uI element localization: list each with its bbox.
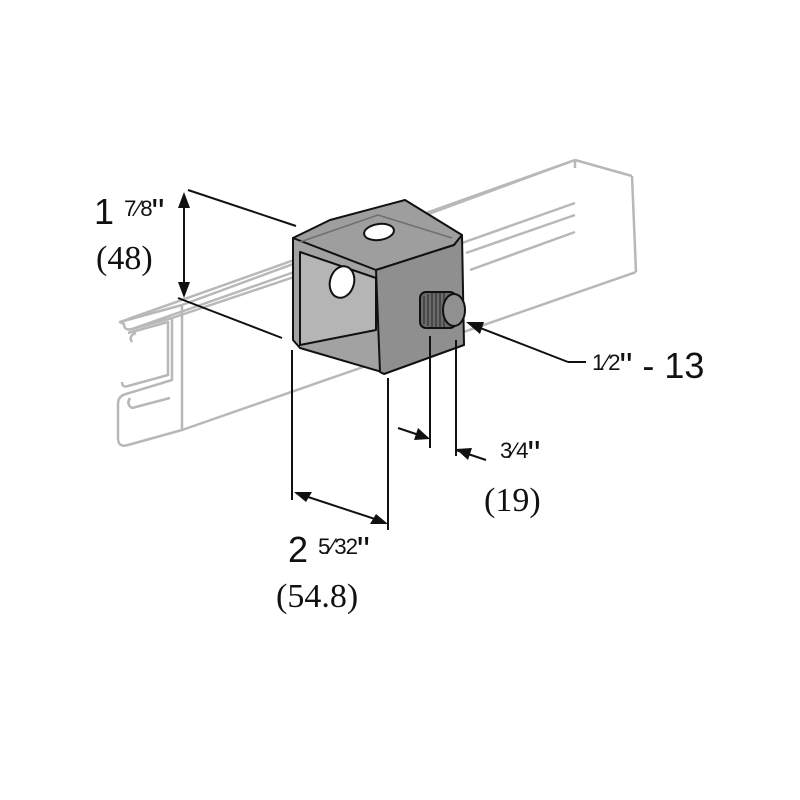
width-numerator: 5 [318,534,330,560]
height-numerator: 7 [124,196,136,222]
width-inch-mark: " [357,529,370,570]
thread-fraction: 1⁄2 [592,350,621,376]
thread-suffix: " - 13 [619,345,705,386]
bracket [292,199,465,375]
offset-denominator: 4 [516,438,528,464]
offset-slash: ⁄ [512,438,516,464]
width-metric-label: (54.8) [276,578,359,615]
height-inch-mark: " [151,191,165,232]
thread-size-label: 1⁄2" - 13 [592,348,704,384]
width-denominator: 32 [334,534,358,560]
height-metric-label: (48) [96,240,153,277]
height-slash: ⁄ [136,196,140,222]
offset-inch-label: 3⁄4" [500,436,540,472]
offset-metric-label: (19) [484,482,541,519]
offset-fraction: 3⁄4 [500,438,529,464]
thread-denominator: 2 [608,350,620,376]
height-inch-label: 1 7⁄8" [94,194,164,230]
arrowheads [178,192,484,524]
width-inch-label: 2 5⁄32" [288,532,370,568]
offset-inch-mark: " [527,433,541,474]
thread-slash: ⁄ [604,350,608,376]
threaded-stud [419,291,466,329]
width-whole: 2 [288,529,309,570]
width-fraction: 5⁄32 [318,534,358,560]
height-whole: 1 [94,191,115,232]
offset-numerator: 3 [500,438,512,464]
height-denominator: 8 [140,196,152,222]
height-fraction: 7⁄8 [124,196,153,222]
width-slash: ⁄ [330,534,334,560]
thread-numerator: 1 [592,350,604,376]
